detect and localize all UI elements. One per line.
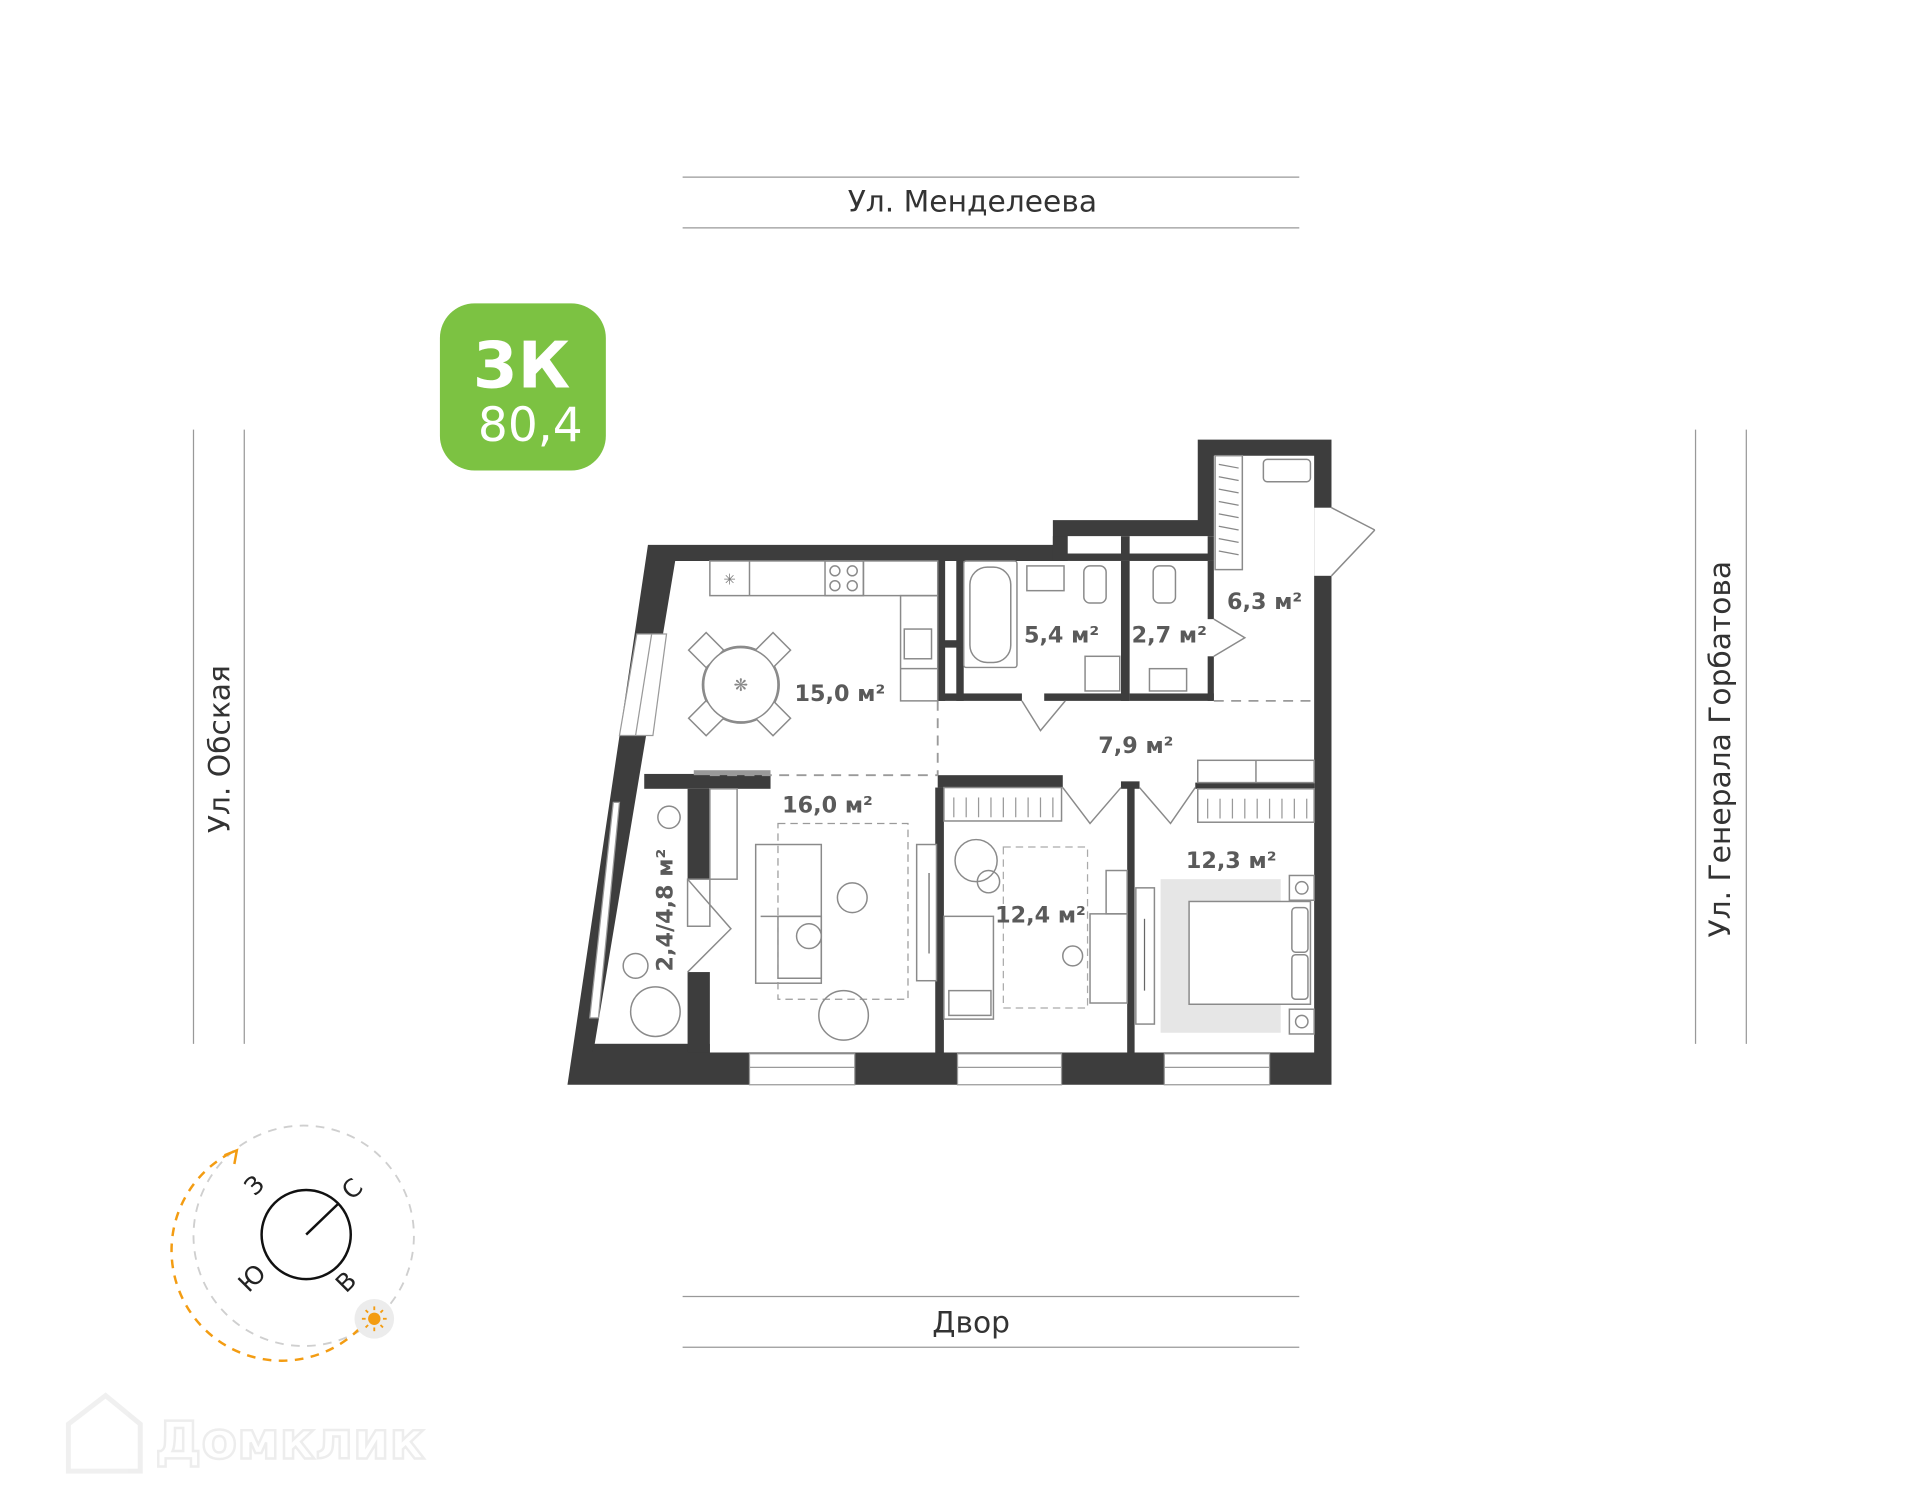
room-labels: 15,0 м² 5,4 м² 2,7 м² 6,3 м² 7,9 м² 16,0… xyxy=(653,589,1302,971)
svg-text:❋: ❋ xyxy=(734,676,749,696)
compass-west: З xyxy=(238,1169,270,1201)
room-bathroom-area: 5,4 м² xyxy=(1024,623,1099,649)
house-logo-icon xyxy=(65,1392,143,1474)
street-right-label: Ул. Генерала Горбатова xyxy=(1703,561,1738,938)
room-toilet-area: 2,7 м² xyxy=(1132,623,1207,649)
room-bedroom-middle-area: 12,4 м² xyxy=(995,903,1086,929)
sun-path-arrow-icon xyxy=(223,1148,239,1165)
room-kitchen-area: 15,0 м² xyxy=(795,681,886,707)
street-left-label: Ул. Обская xyxy=(202,665,237,833)
badge-area: 80,4 xyxy=(478,398,583,453)
watermark-logo: Домклик xyxy=(65,1392,426,1474)
furniture: ✳ ❋ xyxy=(622,454,1315,1041)
watermark-text: Домклик xyxy=(155,1412,425,1472)
room-corridor-area: 7,9 м² xyxy=(1098,733,1173,759)
zone-dividers xyxy=(709,699,1315,777)
street-bottom: Двор xyxy=(682,1295,1300,1348)
sun-icon xyxy=(354,1298,395,1339)
walls xyxy=(567,439,1376,1086)
room-bedroom-right-area: 12,3 м² xyxy=(1186,848,1277,874)
room-hall-area: 6,3 м² xyxy=(1227,589,1302,615)
compass-north: С xyxy=(336,1173,369,1206)
street-left: Ул. Обская xyxy=(192,429,245,1044)
apartment-badge: 3К 80,4 xyxy=(439,303,606,471)
street-bottom-label: Двор xyxy=(932,1305,1010,1340)
street-top: Ул. Менделеева xyxy=(682,176,1300,229)
street-top-label: Ул. Менделеева xyxy=(848,185,1097,220)
compass: З С Ю В xyxy=(170,1124,415,1362)
room-balcony-area: 2,4/4,8 м² xyxy=(653,849,679,972)
svg-text:✳: ✳ xyxy=(723,570,735,588)
compass-south: Ю xyxy=(232,1258,271,1297)
badge-rooms: 3К xyxy=(473,329,570,404)
room-living-area: 16,0 м² xyxy=(782,792,873,818)
doors xyxy=(687,618,1247,973)
street-right: Ул. Генерала Горбатова xyxy=(1694,429,1747,1044)
